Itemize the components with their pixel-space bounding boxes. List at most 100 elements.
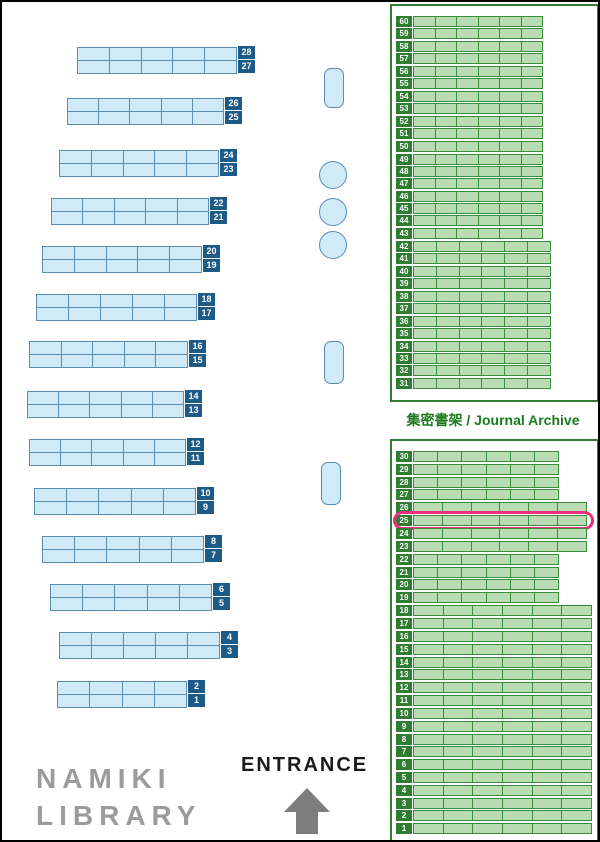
- shelf-cell: [473, 734, 504, 744]
- shelf-cell: [460, 366, 483, 376]
- archive-shelf-bar: [413, 165, 543, 177]
- shelf-cell: [30, 341, 62, 354]
- archive-shelf-bar: [413, 103, 543, 115]
- shelf-cell: [528, 354, 550, 363]
- shelf-cell: [156, 645, 188, 658]
- shelf-cell: [505, 366, 529, 376]
- shelf-cell: [414, 66, 436, 76]
- shelf-cell: [505, 353, 529, 363]
- shelf-cell: [78, 47, 110, 60]
- shelf-cell: [414, 54, 436, 64]
- shelf-cell: [528, 379, 550, 388]
- shelf-cell: [130, 111, 162, 124]
- shelf-cell: [414, 580, 439, 590]
- shelf-cell: [142, 47, 174, 60]
- shelf-cell: [414, 166, 436, 176]
- shelf-cell: [562, 811, 591, 820]
- shelf-cell: [457, 116, 479, 126]
- shelf-cell: [479, 179, 500, 189]
- shelf-number-badge: 45: [396, 203, 412, 215]
- archive-shelf-bar: [413, 340, 551, 352]
- archive-shelf-row: 44: [396, 215, 543, 227]
- shelf-cell: [155, 453, 185, 465]
- shelf-cell: [130, 98, 162, 111]
- shelf-cell: [436, 204, 457, 214]
- archive-shelf-row: 41: [396, 253, 551, 265]
- archive-shelf-bar: [413, 203, 543, 215]
- shelf-cell: [562, 658, 591, 667]
- shelf-cell: [414, 329, 437, 339]
- shelf-cell: [444, 695, 474, 705]
- archive-shelf-row: 52: [396, 115, 543, 127]
- shelf-number-badge: 27: [396, 489, 412, 501]
- shelf-cell: [438, 593, 463, 603]
- archive-shelf-bar: [413, 682, 592, 694]
- shelf-cell: [414, 785, 444, 795]
- shelf-cell: [188, 646, 219, 658]
- shelf-cell: [500, 528, 530, 538]
- bookshelf-row: [34, 487, 196, 502]
- shelf-cell: [528, 317, 550, 326]
- archive-shelf-bar: [413, 215, 543, 227]
- archive-shelf-row: 8: [396, 733, 592, 745]
- shelf-cell: [562, 747, 591, 756]
- shelf-cell: [414, 91, 436, 101]
- archive-shelf-row: 28: [396, 476, 559, 488]
- archive-shelf-row: 26: [396, 502, 587, 514]
- archive-shelf-row: 6: [396, 759, 592, 771]
- shelf-cell: [528, 329, 550, 338]
- archive-shelf-bar: [413, 759, 592, 771]
- shelf-cell: [503, 772, 533, 782]
- shelf-cell: [500, 129, 522, 139]
- shelf-cell: [505, 316, 529, 326]
- shelf-cell: [51, 584, 84, 597]
- shelf-number-badge: 18: [396, 605, 412, 617]
- shelf-cell: [562, 760, 591, 769]
- shelf-cell: [90, 391, 122, 404]
- archive-shelf-row: 56: [396, 65, 543, 77]
- shelf-cell: [414, 747, 444, 757]
- shelf-cell: [558, 516, 586, 525]
- shelf-cell: [437, 266, 460, 276]
- archive-shelf-bar: [413, 592, 559, 604]
- archive-shelf-row: 37: [396, 303, 551, 315]
- bookshelf-row: [29, 451, 186, 466]
- bookshelf-row: [42, 245, 202, 260]
- shelf-cell: [479, 104, 500, 114]
- journal-archive-label: 集密書架 / Journal Archive: [406, 412, 580, 428]
- shelf-number-badge: 21: [210, 211, 227, 224]
- archive-shelf-bar: [413, 365, 551, 377]
- shelf-number-badge: 11: [187, 452, 204, 465]
- archive-shelf-bar: [413, 315, 551, 327]
- shelf-cell: [535, 465, 558, 474]
- shelf-cell: [503, 670, 533, 680]
- shelf-cell: [473, 824, 504, 834]
- shelf-cell: [43, 259, 75, 272]
- shelf-cell: [528, 254, 550, 263]
- archive-shelf-row: 36: [396, 315, 551, 327]
- shelf-cell: [75, 549, 108, 562]
- shelf-number-badge: 15: [189, 354, 206, 367]
- archive-shelf-bar: [413, 810, 592, 822]
- shelf-cell: [511, 580, 535, 590]
- shelf-cell: [107, 549, 140, 562]
- shelf-cell: [482, 378, 506, 388]
- pillar: [324, 341, 344, 384]
- shelf-cell: [500, 166, 522, 176]
- shelf-cell: [115, 597, 148, 610]
- shelf-cell: [62, 341, 94, 354]
- shelf-number-badge: 59: [396, 28, 412, 40]
- shelf-cell: [437, 366, 460, 376]
- shelf-cell: [500, 154, 522, 164]
- shelf-number-badge: 8: [205, 535, 222, 548]
- shelf-cell: [90, 681, 123, 694]
- shelf-cell: [165, 308, 196, 320]
- shelf-cell: [479, 154, 500, 164]
